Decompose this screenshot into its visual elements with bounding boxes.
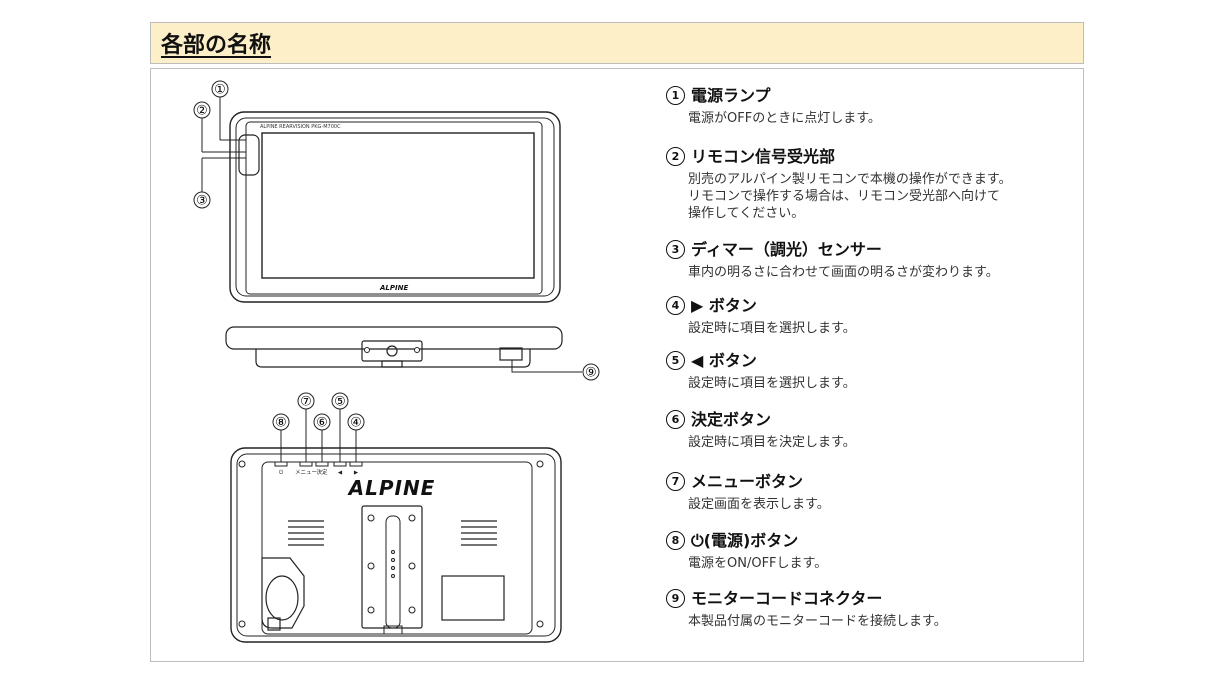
- callout-1: ①: [211, 80, 229, 98]
- item-number: 5: [666, 351, 685, 370]
- label-menu: メニュー: [295, 469, 317, 476]
- label-enter: 決定: [316, 468, 328, 476]
- item-name: リモコン信号受光部: [691, 147, 836, 166]
- label-right: ▶: [354, 470, 359, 476]
- sensor-window: [238, 134, 260, 176]
- item-number: 7: [666, 472, 685, 491]
- item-name: ディマー（調光）センサー: [691, 240, 882, 259]
- callout-5: ⑤: [331, 392, 349, 410]
- list-item: 5 ◀ ボタン 設定時に項目を選択します。: [666, 347, 1066, 392]
- label-left: ◀: [338, 470, 343, 476]
- back-brand-logo: ALPINE: [347, 476, 436, 500]
- label-power: ⏻: [279, 469, 284, 476]
- bottom-view: [225, 326, 563, 368]
- item-number: 2: [666, 147, 685, 166]
- content-frame: [150, 68, 1084, 662]
- item-desc: 設定時に項目を決定します。: [688, 435, 856, 450]
- item-desc: 別売のアルパイン製リモコンで本機の操作ができます。 リモコンで操作する場合は、リ…: [688, 172, 1012, 221]
- back-button-labels: ⏻ メニュー 決定 ◀ ▶: [279, 468, 359, 476]
- front-brand-logo: ALPINE: [379, 284, 408, 292]
- back-callout-lines: [280, 409, 357, 462]
- item-number: 1: [666, 86, 685, 105]
- svg-text:①: ①: [214, 83, 226, 98]
- list-item: 1 電源ランプ 電源がOFFのときに点灯します。: [666, 82, 1066, 127]
- callout-3: ③: [193, 191, 211, 209]
- item-desc: 電源をON/OFFします。: [688, 556, 828, 571]
- item-desc: 車内の明るさに合わせて画面の明るさが変わります。: [688, 265, 999, 280]
- svg-text:③: ③: [196, 194, 208, 209]
- item-desc: 本製品付属のモニターコードを接続します。: [688, 614, 947, 629]
- item-desc: 電源がOFFのときに点灯します。: [688, 111, 881, 126]
- list-item: 2 リモコン信号受光部 別売のアルパイン製リモコンで本機の操作ができます。 リモコ…: [666, 143, 1066, 222]
- list-item: 6 決定ボタン 設定時に項目を決定します。: [666, 406, 1066, 451]
- list-item: 9 モニターコードコネクター 本製品付属のモニターコードを接続します。: [666, 585, 1066, 630]
- device-diagram: ALPINE REARVISION PKG-M700C ALPINE ① ② ③…: [193, 80, 600, 643]
- callout-9: ⑨: [582, 363, 600, 381]
- front-model-text: ALPINE REARVISION PKG-M700C: [260, 124, 341, 130]
- list-item: 3 ディマー（調光）センサー 車内の明るさに合わせて画面の明るさが変わります。: [666, 236, 1066, 281]
- list-item: 8 ⏻(電源)ボタン 電源をON/OFFします。: [666, 527, 1066, 572]
- item-desc: 設定時に項目を選択します。: [688, 376, 856, 391]
- svg-text:④: ④: [350, 416, 362, 431]
- item-number: 4: [666, 296, 685, 315]
- svg-text:⑦: ⑦: [300, 395, 312, 410]
- callout-8: ⑧: [272, 413, 290, 431]
- item-name: ▶ ボタン: [691, 296, 757, 315]
- back-view: [230, 447, 562, 643]
- item-name: メニューボタン: [691, 472, 804, 491]
- item-name: ◀ ボタン: [691, 351, 757, 370]
- front-view: [229, 111, 561, 303]
- item-number: 3: [666, 240, 685, 259]
- callout-7: ⑦: [297, 392, 315, 410]
- item-number: 8: [666, 531, 685, 550]
- svg-text:⑤: ⑤: [334, 395, 346, 410]
- screws: [238, 347, 544, 628]
- front-callout-lines: [201, 97, 246, 192]
- bottom-callout-line: [511, 360, 582, 373]
- item-name: ⏻(電源)ボタン: [691, 531, 799, 550]
- item-name: 決定ボタン: [691, 410, 772, 429]
- list-item: 4 ▶ ボタン 設定時に項目を選択します。: [666, 292, 1066, 337]
- section-header: 各部の名称: [150, 22, 1084, 64]
- screen: [261, 132, 535, 279]
- svg-text:⑨: ⑨: [585, 366, 597, 381]
- callout-2: ②: [193, 101, 211, 119]
- svg-text:⑧: ⑧: [275, 416, 287, 431]
- svg-text:②: ②: [196, 104, 208, 119]
- item-desc: 設定画面を表示します。: [688, 497, 830, 512]
- item-name: 電源ランプ: [691, 86, 771, 105]
- svg-text:⑥: ⑥: [316, 416, 328, 431]
- item-number: 9: [666, 589, 685, 608]
- item-number: 6: [666, 410, 685, 429]
- item-desc: 設定時に項目を選択します。: [688, 321, 856, 336]
- list-item: 7 メニューボタン 設定画面を表示します。: [666, 468, 1066, 513]
- callout-4: ④: [347, 413, 365, 431]
- callout-6: ⑥: [313, 413, 331, 431]
- item-name: モニターコードコネクター: [691, 589, 883, 608]
- section-title: 各部の名称: [161, 33, 272, 58]
